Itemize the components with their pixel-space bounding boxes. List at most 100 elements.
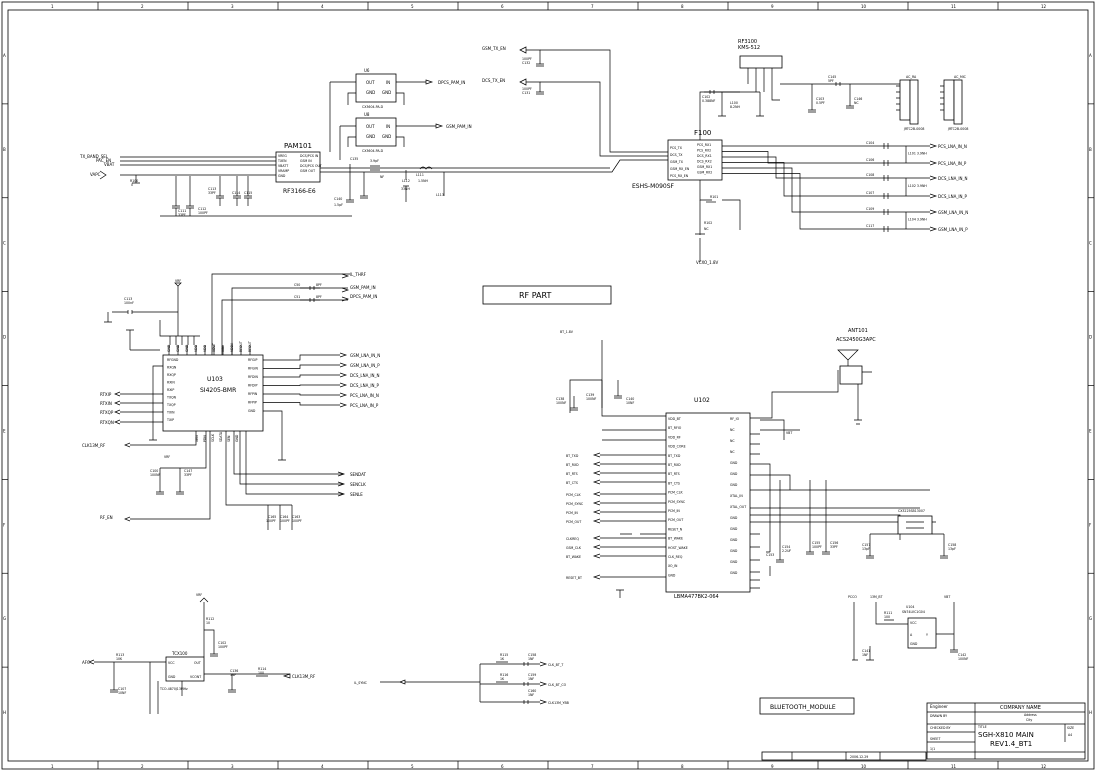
svg-text:10NF: 10NF (626, 401, 634, 405)
svg-text:R101: R101 (710, 195, 718, 199)
bt-net-label: RESET_BT (566, 576, 582, 580)
svg-text:C158: C158 (948, 543, 956, 547)
lna-cap (883, 193, 889, 199)
f100-ref: F100 (694, 129, 711, 137)
svg-text:C113: C113 (208, 187, 216, 191)
bt-net-label: PCM_IN (566, 511, 578, 515)
svg-text:C138: C138 (556, 397, 564, 401)
svg-text:C100: C100 (150, 469, 158, 473)
svg-text:City: City (1026, 718, 1032, 722)
svg-text:U6: U6 (364, 68, 370, 73)
svg-text:C115: C115 (244, 191, 252, 195)
f100-chip (667, 139, 723, 181)
svg-text:RF_EN: RF_EN (100, 515, 113, 520)
svg-text:100: 100 (884, 615, 890, 619)
zone-col-label: 3 (231, 764, 234, 769)
lna-cap-label: C109 (866, 207, 874, 211)
net-dcs-tx-en: DCS_TX_EN (482, 78, 505, 83)
svg-text:BT_1.8V: BT_1.8V (560, 330, 574, 334)
u102-pin-label: XTAL_IN (730, 494, 743, 498)
svg-text:ACS2450G3APC: ACS2450G3APC (836, 337, 876, 343)
svg-text:33PF: 33PF (830, 545, 838, 549)
svg-text:AC_RA: AC_RA (906, 75, 917, 79)
net-senclk: SENCLK (350, 482, 366, 487)
zone-col-label: 6 (501, 4, 504, 9)
u103-ref: U103 (207, 376, 223, 383)
svg-text:AC_MIC: AC_MIC (954, 75, 967, 79)
svg-text:VRF: VRF (196, 593, 202, 597)
svg-text:1K: 1K (500, 677, 505, 681)
svg-text:100: 100 (258, 671, 264, 675)
u103-rf-net-label: PCS_LNA_IN_N (350, 393, 379, 398)
u8-chip (355, 117, 397, 147)
svg-text:100PF: 100PF (812, 545, 822, 549)
u103-pin-label: TXIP (166, 418, 174, 422)
zone-col-label: 6 (501, 764, 504, 769)
zone-row-label: D (1089, 335, 1092, 340)
net-pcs-rx-en: VCXO_1.8V (696, 260, 719, 265)
f100-pin-label: PCS_RX1 (697, 143, 711, 147)
svg-text:VRF: VRF (175, 279, 181, 283)
svg-text:100NF: 100NF (958, 657, 968, 661)
svg-text:RTXQN: RTXQN (100, 420, 114, 425)
lna-wire (722, 156, 930, 179)
svg-text:1NF: 1NF (528, 657, 534, 661)
svg-text:CLK13M_YBB: CLK13M_YBB (548, 701, 569, 705)
lna-net-label: PCS_LNA_IN_P (938, 161, 967, 166)
svg-text:100PF: 100PF (280, 519, 290, 523)
rf3100-chip (739, 55, 783, 69)
svg-text:SIZE: SIZE (1067, 726, 1074, 730)
f100-pin-label: PCS_TX (670, 146, 683, 150)
svg-text:C51: C51 (294, 295, 300, 299)
svg-text:RF3100: RF3100 (738, 39, 757, 45)
svg-text:C153: C153 (766, 553, 774, 557)
svg-text:R114: R114 (258, 667, 266, 671)
u103-rf-port (339, 362, 348, 368)
u102-pin-label: VDD_CORE (668, 445, 686, 449)
f100-pin-label: DCS_TX (670, 153, 683, 157)
net-senle: SENLE (350, 492, 363, 497)
u102-pin-label: GND (730, 483, 738, 487)
svg-text:CHECKED BY: CHECKED BY (930, 726, 950, 730)
svg-text:C142: C142 (958, 653, 966, 657)
svg-text:100PF: 100PF (266, 519, 276, 523)
u102-pin-label: GND (730, 538, 738, 542)
u104-chip (907, 617, 937, 649)
u102-pin-label: BT_RXD (668, 463, 681, 467)
zone-row-label: B (3, 147, 6, 152)
svg-text:OUT: OUT (194, 661, 201, 665)
svg-text:CX3604-PA-D: CX3604-PA-D (362, 105, 384, 109)
svg-text:GND: GND (366, 90, 375, 95)
u8-block: U8 CX3604-PA-D OUT GND GND IN GSM_PAM_IN (339, 112, 472, 160)
title-revision: REV1.4_BT1 (990, 740, 1032, 748)
u102-pin-label: HOST_WAKE (668, 546, 688, 550)
u103-rf-wire (263, 384, 340, 386)
svg-text:CX3225SB13007: CX3225SB13007 (898, 509, 925, 513)
svg-text:C146: C146 (854, 97, 862, 101)
svg-text:R111: R111 (884, 611, 892, 615)
svg-text:C103: C103 (816, 97, 824, 101)
u103-pin-label: RFDIP (248, 384, 257, 388)
net-gsm-tx-en: GSM_TX_EN (482, 46, 506, 51)
lna-wire (722, 167, 930, 213)
svg-text:RTXQP: RTXQP (100, 410, 114, 415)
svg-text:100NF: 100NF (586, 397, 596, 401)
u103-pin-label: SCLK (211, 433, 215, 442)
svg-text:1.5NH: 1.5NH (418, 179, 428, 183)
svg-text:OUT: OUT (366, 124, 375, 129)
pam-pin-label: GSM IN (300, 159, 312, 163)
zone-row-label: A (1089, 53, 1092, 58)
tx-en-inputs: GSM_TX_EN DCS_TX_EN 100PF C132 100PF C13… (482, 46, 668, 157)
u102-pin-label: BT_TXD (668, 454, 681, 458)
svg-text:100NF: 100NF (150, 473, 160, 477)
zone-col-label: 10 (861, 4, 867, 9)
bt-net-label: BT_CTS (566, 481, 578, 485)
net-il-thrf: IL_THRF (350, 272, 367, 277)
zone-row-label: G (1089, 616, 1092, 621)
svg-text:1/1: 1/1 (930, 747, 935, 751)
u6-block: U6 CX3604-PA-D OUT GND GND IN DPCS_PAM_I… (329, 68, 465, 152)
pam-pin-label: VREG (278, 154, 287, 158)
tcxo-block: TCX100 TCO-4870J13MHz VCC OUT GND VCONT … (82, 593, 316, 714)
zone-col-label: 1 (51, 4, 54, 9)
svg-text:GND: GND (168, 675, 176, 679)
